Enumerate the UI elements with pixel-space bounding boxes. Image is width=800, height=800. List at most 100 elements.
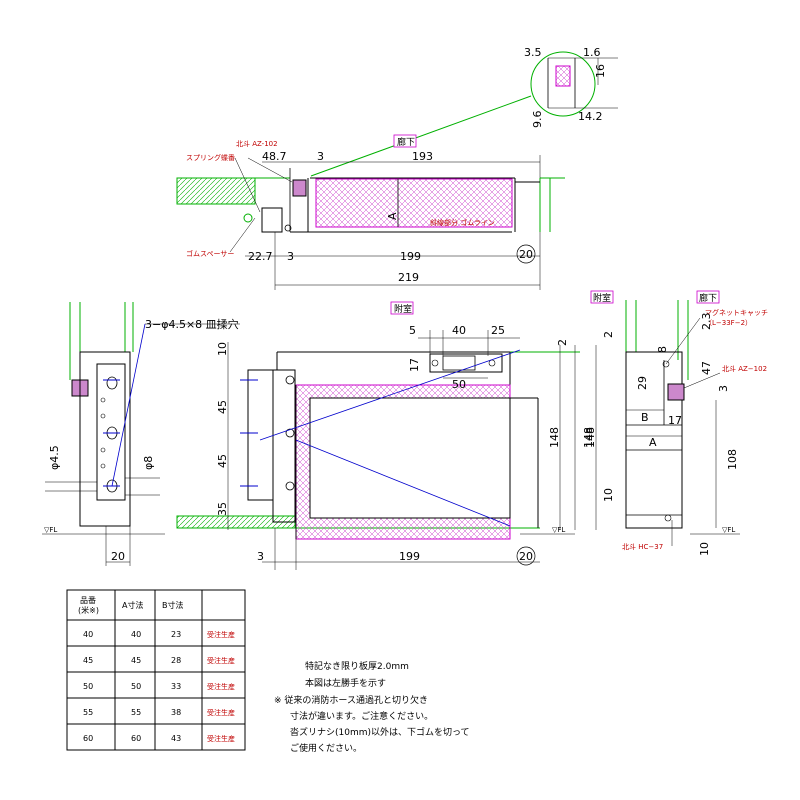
note-6: ご使用ください。 [290, 742, 362, 754]
table-cell: 45 [131, 656, 141, 665]
side-view-right: 附室 廊下 マグネットキャッチ （L−33F−2） 北斗 AZ−102 北斗 H… [584, 290, 768, 556]
note-2: 本図は左勝手を示す [305, 677, 386, 689]
plan-view: 廊下 北斗 AZ-102 スプリング蝶番 ゴムスペーサー 斜線部分 ゴムライン … [176, 134, 565, 290]
table-cell: 45 [83, 656, 93, 665]
side-view-left: φ4.5 φ8 ▽FL 20 [42, 302, 240, 566]
dim-3-front: 3 [257, 550, 264, 563]
dim-2-front: 2 [556, 339, 569, 346]
table-cell: 55 [131, 708, 141, 717]
table-cell: 40 [83, 630, 93, 639]
dim-phi8: φ8 [142, 456, 155, 470]
label-fixture-az: 北斗 AZ-102 [236, 140, 278, 148]
dim-148-a: 148 [548, 427, 561, 448]
dim-14-2: 14.2 [578, 110, 603, 123]
note-1: 特記なき限り板厚2.0mm [305, 660, 409, 672]
dim-16: 16 [594, 64, 607, 78]
dim-phi4-5: φ4.5 [48, 445, 61, 470]
dim-20-front: 20 [519, 550, 533, 563]
dim-199-front: 199 [399, 550, 420, 563]
dim-a-plan: A [386, 212, 399, 220]
table-cell: 28 [171, 656, 181, 665]
dim-b-right: B [641, 411, 649, 424]
dim-9-6: 9.6 [531, 111, 544, 129]
table-cell: 受注生産 [207, 734, 235, 743]
dim-8-right: 8 [656, 346, 669, 353]
label-fixture-az-right: 北斗 AZ−102 [722, 365, 767, 373]
front-view: 附室 3−φ4.5×8 皿揉穴 10 45 45 [145, 301, 595, 570]
table-cell: 50 [83, 682, 93, 691]
label-magnet-model: （L−33F−2） [705, 319, 752, 327]
dim-219: 219 [398, 271, 419, 284]
dim-199-plan: 199 [400, 250, 421, 263]
fl-mark-front: ▽FL [552, 526, 565, 534]
dim-10-right-b: 10 [698, 542, 711, 556]
table-cell: 55 [83, 708, 93, 717]
dim-3-right: 3 [717, 385, 730, 392]
dim-48-7: 48.7 [262, 150, 287, 163]
notes: 特記なき限り板厚2.0mm 本図は左勝手を示す ※ 従来の消防ホース通過孔と切り… [274, 660, 470, 754]
dim-193: 193 [412, 150, 433, 163]
table-cell: 40 [131, 630, 141, 639]
note-5: 沓ズリナシ(10mm)以外は、下ゴムを切って [290, 726, 470, 738]
table-cell: 受注生産 [207, 708, 235, 717]
table-header-a: A寸法 [122, 600, 143, 610]
label-fixture-hc: 北斗 HC−37 [622, 543, 663, 551]
dim-3-5: 3.5 [524, 46, 542, 59]
top-detail: 3.5 1.6 16 9.6 14.2 [310, 46, 618, 177]
dim-a-right: A [649, 436, 657, 449]
label-cut-line: 斜線部分 ゴムライン [430, 218, 495, 227]
dim-5: 5 [409, 324, 416, 337]
table-cell: 60 [83, 734, 93, 743]
label-gum-spacer: ゴムスペーサー [186, 249, 234, 258]
dim-3-bottom: 3 [287, 250, 294, 263]
dim-45-b: 45 [216, 454, 229, 468]
dim-50: 50 [452, 378, 466, 391]
table-cell: 38 [171, 708, 181, 717]
dim-1-6: 1.6 [583, 46, 601, 59]
dim-47: 47 [700, 361, 713, 375]
dim-2-right: 2 [602, 331, 615, 338]
table-cell: 43 [171, 734, 181, 743]
note-3: ※ 従来の消防ホース通過孔と切り欠き [274, 694, 428, 706]
fl-mark-left: ▽FL [44, 526, 57, 534]
holes-note: 3−φ4.5×8 皿揉穴 [145, 317, 239, 331]
table-cell: 受注生産 [207, 630, 235, 639]
label-magnet-catch: マグネットキャッチ [705, 308, 768, 317]
label-spring-hinge: スプリング蝶番 [186, 153, 235, 162]
dim-17-right: 17 [668, 414, 682, 427]
table-cell: 60 [131, 734, 141, 743]
table-header-part: 品番 [80, 595, 96, 605]
note-4: 寸法が違います。ご注意ください。 [290, 710, 433, 722]
dim-20-plan: 20 [519, 248, 533, 261]
dim-20-left: 20 [111, 550, 125, 563]
fl-mark-right: ▽FL [722, 526, 735, 534]
dim-10-front: 10 [216, 342, 229, 356]
dim-35: 35 [216, 502, 229, 516]
dim-10-right-a: 10 [602, 488, 615, 502]
right-room-left: 附室 [593, 292, 611, 304]
table-cell: 50 [131, 682, 141, 691]
table-header-b: B寸法 [162, 600, 184, 610]
table-cell: 33 [171, 682, 181, 691]
table-cell: 受注生産 [207, 656, 235, 665]
dim-148-right: 148 [584, 427, 597, 448]
dim-17-front: 17 [408, 358, 421, 372]
dim-29: 29 [636, 376, 649, 390]
dim-45-a: 45 [216, 400, 229, 414]
front-room-label: 附室 [394, 303, 412, 315]
dim-148-b: 148 [582, 427, 595, 448]
right-room-right: 廊下 [699, 292, 717, 304]
dim-40: 40 [452, 324, 466, 337]
dim-3-top: 3 [317, 150, 324, 163]
dim-22-7: 22.7 [248, 250, 273, 263]
dim-108: 108 [726, 449, 739, 470]
table-header-part-sub: (米※) [78, 605, 99, 615]
table-cell: 受注生産 [207, 682, 235, 691]
table-cell: 23 [171, 630, 181, 639]
dim-25: 25 [491, 324, 505, 337]
table-rows: 40 40 23 受注生産 45 45 28 受注生産 50 50 33 受注生産 55 55 38 受注生産… [83, 630, 235, 743]
plan-room-label: 廊下 [397, 136, 415, 148]
dim-2-3: 2.3 [700, 313, 713, 331]
size-table: 品番 (米※) A寸法 B寸法 [66, 589, 246, 751]
